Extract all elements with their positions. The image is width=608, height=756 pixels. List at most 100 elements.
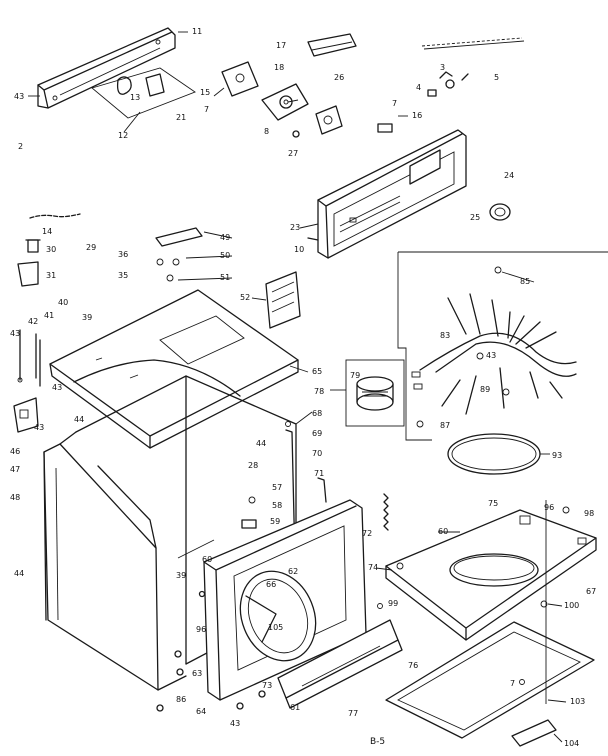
label-5: 5 <box>494 73 499 82</box>
label-99: 99 <box>388 599 398 608</box>
label-79: 79 <box>350 371 360 380</box>
label-27: 27 <box>288 149 298 158</box>
console-trim-strip <box>307 33 357 57</box>
label-43: 43 <box>14 92 24 101</box>
timer-plate <box>261 83 309 121</box>
label-36: 36 <box>118 250 128 259</box>
label-12: 12 <box>118 131 128 140</box>
label-44c: 44 <box>256 439 266 448</box>
label-76: 76 <box>408 661 418 670</box>
leveling-legs <box>156 590 266 712</box>
label-51: 51 <box>220 273 230 282</box>
bushing <box>25 239 41 253</box>
label-31: 31 <box>46 271 56 280</box>
label-8: 8 <box>264 127 269 136</box>
lid-handle <box>155 227 203 247</box>
label-43b: 43 <box>10 329 20 338</box>
label-96a: 96 <box>196 625 206 634</box>
door-spring <box>383 493 389 531</box>
label-105: 105 <box>268 623 283 632</box>
label-7c: 7 <box>510 679 515 688</box>
label-14: 14 <box>42 227 52 236</box>
lid-switch <box>13 397 39 433</box>
label-47: 47 <box>10 465 20 474</box>
label-40: 40 <box>58 298 68 307</box>
lid-hinge-pin <box>17 329 41 387</box>
label-21: 21 <box>176 113 186 122</box>
switch-bracket <box>315 105 343 135</box>
label-73: 73 <box>262 681 272 690</box>
lid-switch-bracket <box>17 261 39 287</box>
timer-knob <box>489 203 511 221</box>
label-16: 16 <box>412 111 422 120</box>
label-67: 67 <box>586 587 596 596</box>
label-64: 64 <box>196 707 206 716</box>
label-26: 26 <box>334 73 344 82</box>
label-24: 24 <box>504 171 514 180</box>
label-29: 29 <box>86 243 96 252</box>
label-52: 52 <box>240 293 250 302</box>
label-43d: 43 <box>34 423 44 432</box>
hose-clip <box>29 213 81 219</box>
leader-lines <box>28 31 567 743</box>
diagram-reference-code: B-5 <box>370 737 385 747</box>
label-60a: 60 <box>202 555 212 564</box>
label-42: 42 <box>28 317 38 326</box>
label-77: 77 <box>348 709 358 718</box>
label-71: 71 <box>314 469 324 478</box>
inspection-plate <box>265 271 301 329</box>
label-10: 10 <box>294 245 304 254</box>
label-69: 69 <box>312 429 322 438</box>
label-49: 49 <box>220 233 230 242</box>
decal-strip <box>421 37 525 50</box>
label-13: 13 <box>130 93 140 102</box>
label-75: 75 <box>488 499 498 508</box>
tray-foot <box>511 719 557 747</box>
label-46: 46 <box>10 447 20 456</box>
label-70: 70 <box>312 449 322 458</box>
front-panel-flange <box>317 477 327 503</box>
toe-panel <box>277 619 403 709</box>
label-30: 30 <box>46 245 56 254</box>
label-57: 57 <box>272 483 282 492</box>
label-87: 87 <box>440 421 450 430</box>
label-103: 103 <box>570 697 585 706</box>
label-17: 17 <box>276 41 286 50</box>
label-60b: 60 <box>438 527 448 536</box>
label-85: 85 <box>520 277 530 286</box>
label-43e: 43 <box>230 719 240 728</box>
label-59: 59 <box>270 517 280 526</box>
label-25: 25 <box>470 213 480 222</box>
label-98: 98 <box>584 509 594 518</box>
pump-inset <box>345 359 405 427</box>
label-15: 15 <box>200 88 210 97</box>
label-72: 72 <box>362 529 372 538</box>
label-63: 63 <box>192 669 202 678</box>
label-78: 78 <box>314 387 324 396</box>
label-39b: 39 <box>176 571 186 580</box>
label-104: 104 <box>564 739 579 748</box>
label-3: 3 <box>440 63 445 72</box>
control-mount-plate <box>91 67 196 119</box>
label-23: 23 <box>290 223 300 232</box>
timer-bracket <box>221 61 259 97</box>
top-cover <box>49 289 299 449</box>
label-35: 35 <box>118 271 128 280</box>
label-43f: 43 <box>486 351 496 360</box>
label-4: 4 <box>416 83 421 92</box>
label-11: 11 <box>192 27 202 36</box>
front-panel <box>203 496 367 701</box>
label-41: 41 <box>44 311 54 320</box>
small-hardware <box>292 71 469 138</box>
part-labels: 11 43 2 13 12 21 15 7 17 18 8 27 26 3 4 … <box>10 27 596 748</box>
label-43c: 43 <box>52 383 62 392</box>
label-62: 62 <box>288 567 298 576</box>
label-2: 2 <box>18 142 23 151</box>
label-93: 93 <box>552 451 562 460</box>
label-39a: 39 <box>82 313 92 322</box>
label-48: 48 <box>10 493 20 502</box>
label-89: 89 <box>480 385 490 394</box>
drive-belt <box>447 433 541 475</box>
label-74: 74 <box>368 563 378 572</box>
